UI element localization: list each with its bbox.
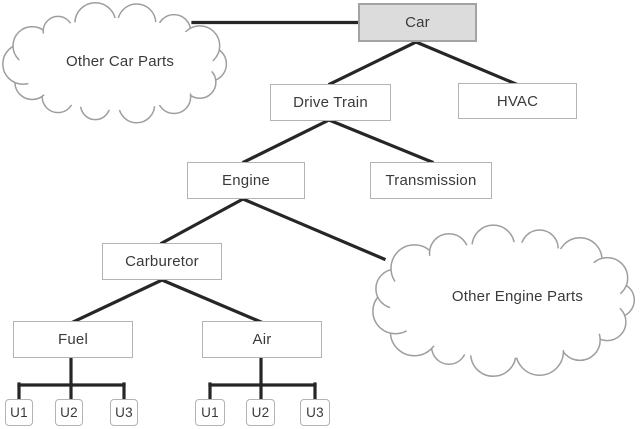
cloud-label-other-engine-parts: Other Engine Parts bbox=[451, 288, 584, 305]
node-car: Car bbox=[358, 3, 477, 42]
node-carburetor: Carburetor bbox=[102, 243, 222, 280]
node-air-u3: U3 bbox=[300, 399, 330, 426]
node-hvac: HVAC bbox=[458, 83, 577, 119]
node-transmission: Transmission bbox=[370, 162, 492, 199]
node-air: Air bbox=[202, 321, 322, 358]
node-fuel: Fuel bbox=[13, 321, 133, 358]
node-engine: Engine bbox=[187, 162, 305, 199]
node-drive-train: Drive Train bbox=[270, 84, 391, 121]
node-air-u1: U1 bbox=[195, 399, 225, 426]
node-fuel-u1: U1 bbox=[5, 399, 33, 426]
node-fuel-u2: U2 bbox=[55, 399, 83, 426]
cloud-label-other-car-parts: Other Car Parts bbox=[65, 53, 175, 70]
node-fuel-u3: U3 bbox=[110, 399, 138, 426]
node-air-u2: U2 bbox=[246, 399, 275, 426]
